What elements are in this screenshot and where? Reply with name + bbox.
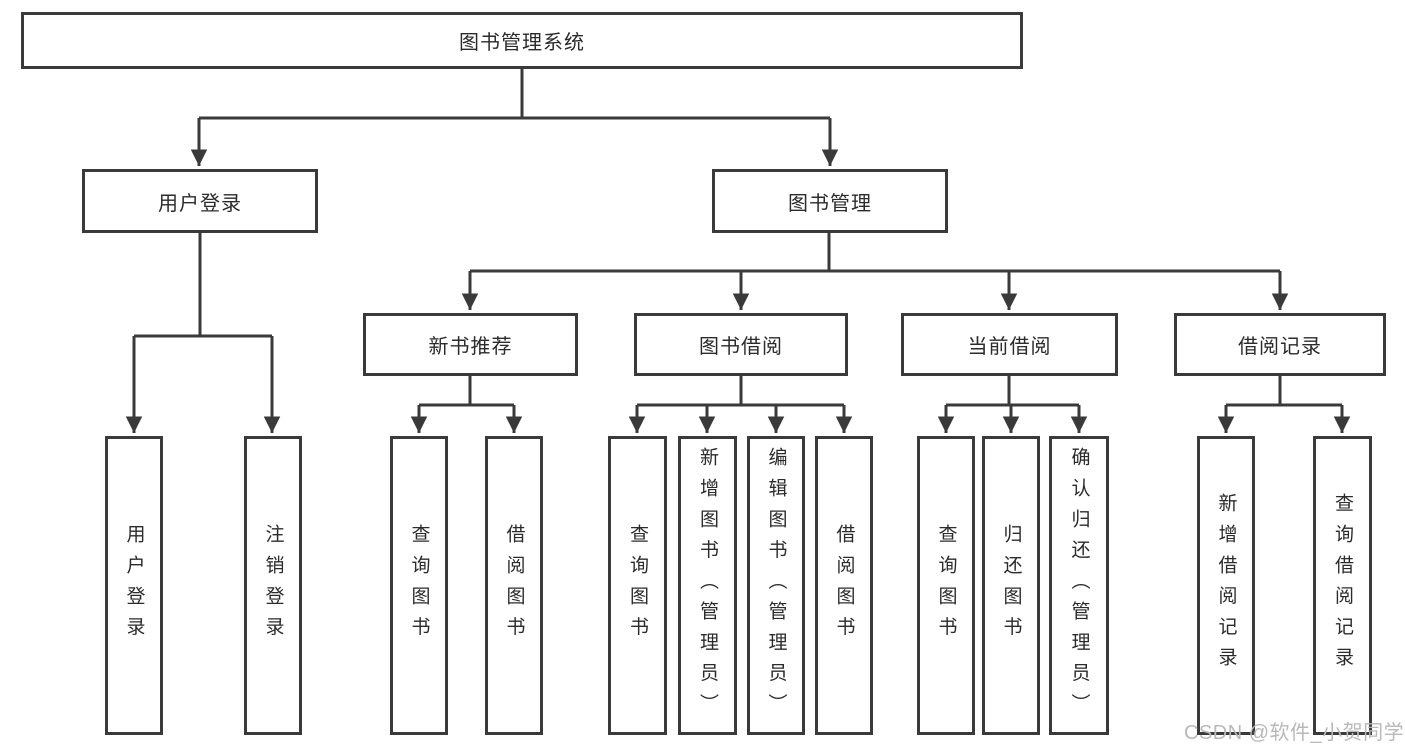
leaf-query-books-borrow: 查询图书 xyxy=(608,436,667,735)
node-user-login: 用户登录 xyxy=(82,169,318,233)
leaf-borrow-books: 借阅图书 xyxy=(815,436,873,735)
leaf-confirm-return-admin: 确认归还（管理员） xyxy=(1049,436,1109,735)
node-book-borrow: 图书借阅 xyxy=(634,313,848,376)
leaf-query-books-recommend: 查询图书 xyxy=(390,436,448,735)
node-new-book-recommend: 新书推荐 xyxy=(363,313,578,376)
leaf-edit-books-admin: 编辑图书（管理员） xyxy=(747,436,805,735)
csdn-watermark: CSDN @软件_小贺同学 xyxy=(1184,722,1405,744)
node-borrow-records: 借阅记录 xyxy=(1174,313,1386,376)
leaf-borrow-books-recommend: 借阅图书 xyxy=(485,436,543,735)
leaf-return-books: 归还图书 xyxy=(982,436,1040,735)
leaf-add-books-admin: 新增图书（管理员） xyxy=(678,436,737,735)
node-current-borrow: 当前借阅 xyxy=(901,313,1118,376)
leaf-user-login: 用户登录 xyxy=(105,436,163,735)
node-book-management: 图书管理 xyxy=(712,169,948,233)
node-root: 图书管理系统 xyxy=(21,12,1023,69)
leaf-logout: 注销登录 xyxy=(244,436,302,735)
leaf-query-borrow-record: 查询借阅记录 xyxy=(1313,436,1372,735)
leaf-query-books-current: 查询图书 xyxy=(917,436,975,735)
leaf-add-borrow-record: 新增借阅记录 xyxy=(1197,436,1255,735)
